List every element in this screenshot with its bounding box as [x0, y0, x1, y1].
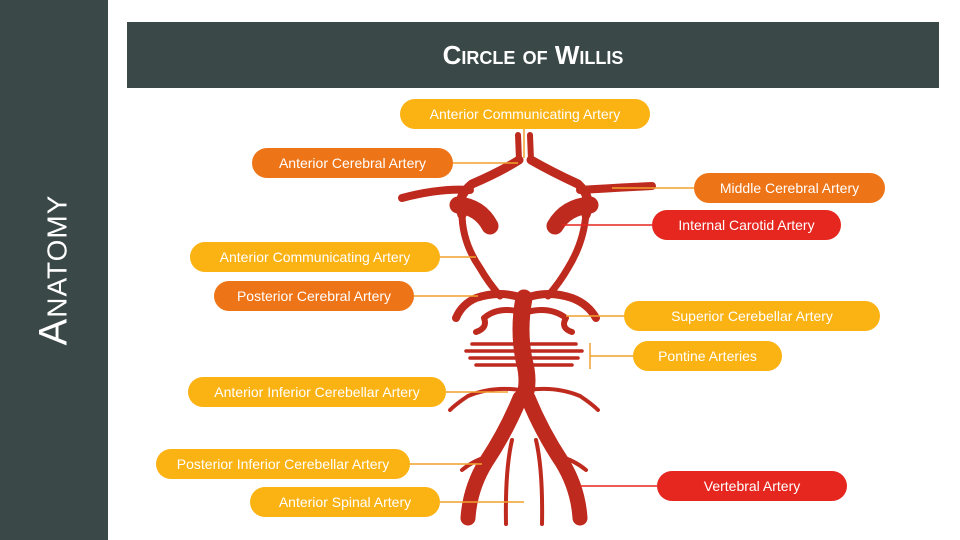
label-anterior-communicating-top: Anterior Communicating Artery: [400, 99, 650, 129]
title-bar: Circle of Willis: [127, 22, 939, 88]
internal-carotid-left: [449, 196, 499, 235]
posterior-communicating-left: [458, 209, 504, 300]
superior-cerebellar-right: [524, 307, 575, 335]
page-title: Circle of Willis: [442, 39, 624, 70]
label-anterior-communicating-left: Anterior Communicating Artery: [190, 242, 440, 272]
superior-cerebellar-left: [473, 307, 524, 335]
label-internal-carotid: Internal Carotid Artery: [652, 210, 841, 240]
internal-carotid-right: [546, 196, 599, 235]
anterior-spinal-right: [534, 438, 545, 526]
label-posterior-inferior-cerebellar: Posterior Inferior Cerebellar Artery: [156, 449, 410, 479]
label-posterior-cerebral: Posterior Cerebral Artery: [214, 281, 414, 311]
side-band: Anatomy: [0, 0, 108, 540]
anterior-spinal-left: [503, 438, 514, 526]
label-vertebral: Vertebral Artery: [657, 471, 847, 501]
posterior-inferior-cerebellar-right: [556, 454, 588, 472]
leader-lines: [410, 128, 694, 503]
anterior-inferior-cerebellar-right: [526, 386, 600, 412]
label-anterior-inferior-cerebellar: Anterior Inferior Cerebellar Artery: [188, 377, 446, 407]
posterior-cerebral-left: [452, 290, 526, 322]
middle-cerebral-left: [398, 185, 474, 202]
posterior-inferior-cerebellar-left: [460, 454, 492, 472]
vertebral-artery-left: [460, 390, 528, 526]
label-superior-cerebellar: Superior Cerebellar Artery: [624, 301, 880, 331]
artery-network: [398, 132, 656, 526]
label-pontine: Pontine Arteries: [633, 341, 782, 371]
label-anterior-spinal: Anterior Spinal Artery: [250, 487, 440, 517]
label-middle-cerebral: Middle Cerebral Artery: [694, 173, 885, 203]
posterior-cerebral-right: [522, 290, 600, 322]
anterior-inferior-cerebellar-left: [448, 386, 522, 412]
basilar-artery: [512, 289, 536, 407]
posterior-communicating-right: [544, 209, 590, 300]
label-anterior-cerebral: Anterior Cerebral Artery: [252, 148, 453, 178]
vertebral-artery-right: [520, 390, 588, 526]
